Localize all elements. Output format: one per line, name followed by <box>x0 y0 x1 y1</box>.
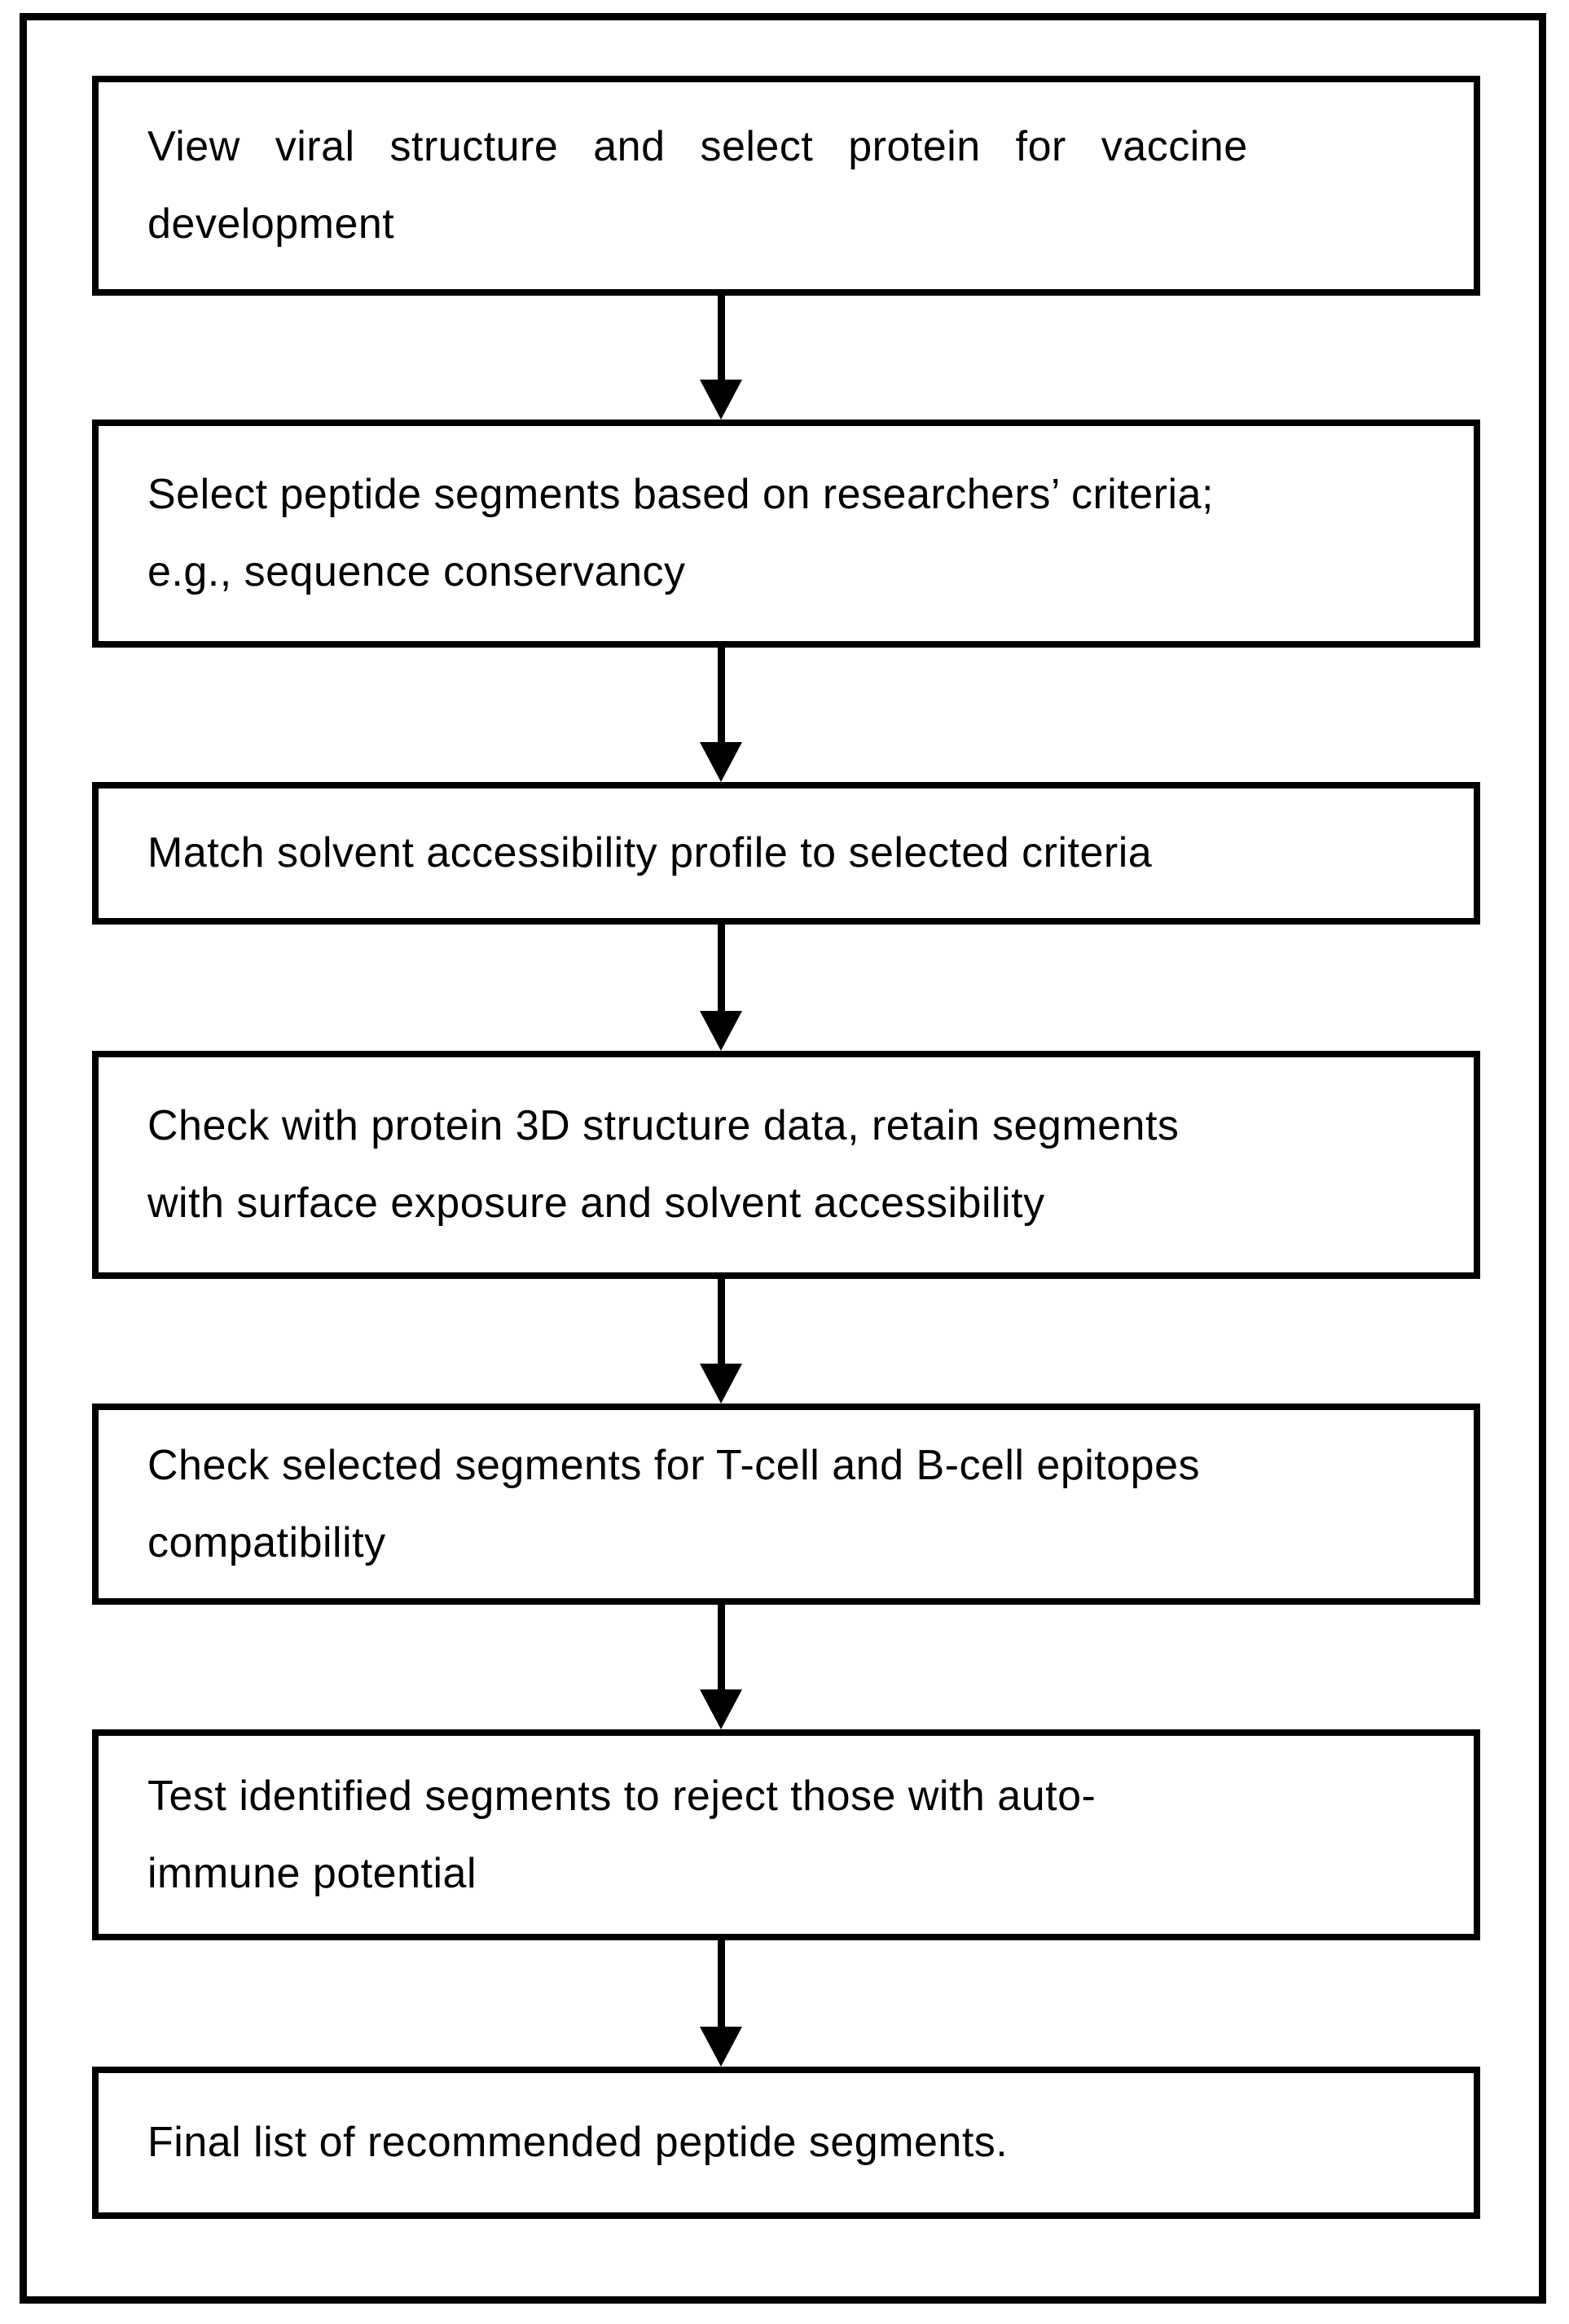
flow-step-1: View viral structure and select protein … <box>92 76 1480 296</box>
arrow-stem <box>717 1605 725 1689</box>
flow-step-5-text: Check selected segments for T-cell and B… <box>147 1441 1201 1566</box>
down-arrow-connector-6 <box>700 1940 742 2067</box>
down-arrowhead-icon <box>700 1689 742 1729</box>
down-arrowhead-icon <box>700 2027 742 2067</box>
down-arrowhead-icon <box>700 380 742 420</box>
arrow-stem <box>717 648 725 742</box>
flow-step-1-text: View viral structure and select protein … <box>147 123 1248 248</box>
arrow-stem <box>717 1279 725 1364</box>
flow-step-6: Test identified segments to reject those… <box>92 1729 1480 1940</box>
flow-step-2: Select peptide segments based on researc… <box>92 420 1480 648</box>
down-arrowhead-icon <box>700 1364 742 1404</box>
flow-step-5: Check selected segments for T-cell and B… <box>92 1404 1480 1605</box>
flow-step-2-text: Select peptide segments based on researc… <box>147 471 1214 595</box>
flow-step-3: Match solvent accessibility profile to s… <box>92 782 1480 925</box>
flow-step-7-text: Final list of recommended peptide segmen… <box>147 2119 1009 2166</box>
down-arrow-connector-3 <box>700 925 742 1051</box>
down-arrow-connector-2 <box>700 648 742 782</box>
flow-step-4: Check with protein 3D structure data, re… <box>92 1051 1480 1279</box>
down-arrow-connector-5 <box>700 1605 742 1729</box>
arrow-stem <box>717 1940 725 2027</box>
flow-step-4-text: Check with protein 3D structure data, re… <box>147 1102 1180 1227</box>
arrow-stem <box>717 296 725 380</box>
flow-step-7: Final list of recommended peptide segmen… <box>92 2067 1480 2219</box>
down-arrowhead-icon <box>700 742 742 782</box>
flow-step-3-text: Match solvent accessibility profile to s… <box>147 829 1153 876</box>
arrow-stem <box>717 925 725 1011</box>
down-arrowhead-icon <box>700 1011 742 1051</box>
down-arrow-connector-1 <box>700 296 742 420</box>
down-arrow-connector-4 <box>700 1279 742 1404</box>
flow-step-6-text: Test identified segments to reject those… <box>147 1772 1097 1897</box>
